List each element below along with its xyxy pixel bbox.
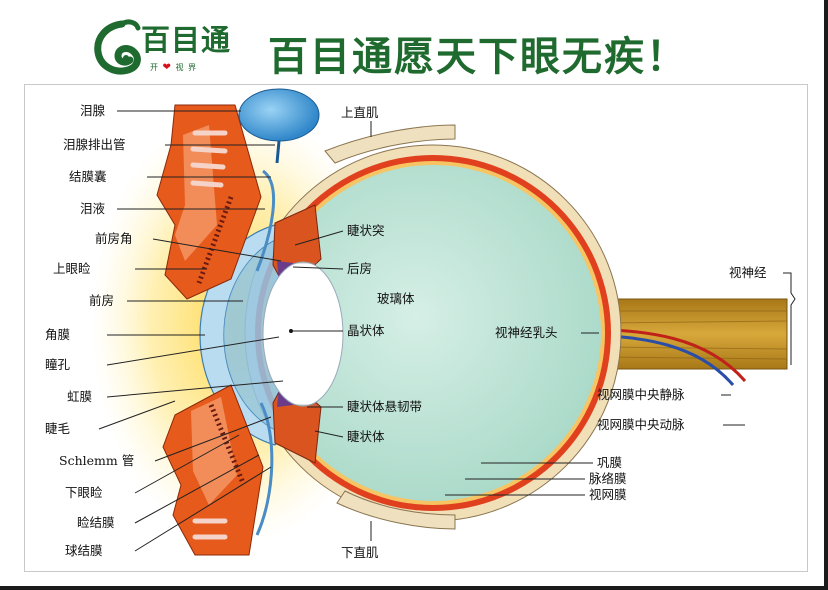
label-optic-papilla: 视神经乳头 [495,325,558,340]
header: 百目通 开 ❤ 视 界 百目通愿天下眼无疾！ [0,0,824,84]
label-vitreous-body: 玻璃体 [377,291,415,306]
brand-sub-right: 视 界 [175,63,198,72]
lacrimal-duct-shape [275,140,281,164]
upper-eyelid-inner [175,125,217,261]
label-retina: 视网膜 [589,487,627,502]
leader-palpebral-conjunctiva [134,454,260,524]
label-anterior-chamber-angle: 前房角 [95,231,133,246]
eye-anatomy-diagram: 泪腺 泪腺排出管 结膜囊 泪液 前房角 上眼睑 前房 角膜 瞳孔 虹膜 睫毛 S… [24,84,808,572]
label-ciliary-process: 睫状突 [347,223,385,238]
leader-eyelash [98,400,176,430]
label-palpebral-conjunctiva: 睑结膜 [77,515,115,530]
label-conjunctival-sac: 结膜囊 [69,169,107,184]
leader-ciliary-body [314,430,344,438]
label-lens: 晶状体 [347,323,385,338]
upper-eyelid-muscles [190,130,228,188]
brand-text: 百目通 [141,23,232,57]
brand-sub-left: 开 [150,63,159,72]
lower-tarsal-gland [208,404,246,484]
label-sclera: 巩膜 [597,455,622,470]
brand-subtitle: 开 ❤ 视 界 [150,62,197,73]
leader-bulbar-conjunctiva [134,466,272,552]
eye-svg: 泪腺 泪腺排出管 结膜囊 泪液 前房角 上眼睑 前房 角膜 瞳孔 虹膜 睫毛 S… [45,88,796,560]
leader-posterior-chamber [292,266,344,270]
tear-film-lower [255,402,274,536]
leader-iris [106,380,284,398]
label-lacrimal-duct: 泪腺排出管 [63,137,126,152]
label-lacrimal-gland: 泪腺 [80,103,106,118]
leader-ciliary-process [294,230,344,246]
optic-nerve-fibers [604,310,788,360]
label-schlemm-canal: Schlemm 管 [59,453,134,468]
lower-eyelid-inner [191,397,237,505]
label-zonule: 睫状体悬韧带 [347,399,422,414]
leader-pupil [106,336,280,366]
leader-lower-eyelid [134,434,240,494]
label-central-retinal-artery: 视网膜中央动脉 [597,417,685,432]
vitreous-shape [265,165,601,501]
zonule-fibers [295,262,317,406]
brand-logo-icon [94,19,141,75]
inferior-rectus-shape [336,490,456,530]
heart-icon: ❤ [162,62,172,73]
superior-rectus-shape [324,124,456,164]
label-choroid: 脉络膜 [589,471,627,486]
label-tears: 泪液 [80,201,106,216]
leader-schlemm [154,416,272,462]
leader-anterior-chamber-angle [152,238,282,262]
label-eyelash: 睫毛 [45,421,71,436]
label-upper-eyelid: 上眼睑 [53,261,91,276]
optic-nerve-brace [783,272,796,365]
label-pupil: 瞳孔 [45,357,71,372]
label-iris: 虹膜 [67,389,92,404]
label-optic-nerve: 视神经 [729,265,767,280]
label-ciliary-body: 睫状体 [347,429,385,444]
label-central-retinal-vein: 视网膜中央静脉 [597,387,685,402]
lens-shape [262,261,344,407]
label-anterior-chamber: 前房 [89,293,114,308]
label-cornea: 角膜 [45,327,70,342]
label-superior-rectus: 上直肌 [341,105,379,120]
label-inferior-rectus: 下直肌 [341,545,379,560]
label-bulbar-conjunctiva: 球结膜 [65,543,103,558]
label-posterior-chamber: 后房 [347,261,372,276]
lower-eyelid-muscles [192,518,228,540]
slogan: 百目通愿天下眼无疾！ [268,33,688,80]
lacrimal-gland-shape [238,88,320,142]
label-lower-eyelid: 下眼睑 [65,485,103,500]
